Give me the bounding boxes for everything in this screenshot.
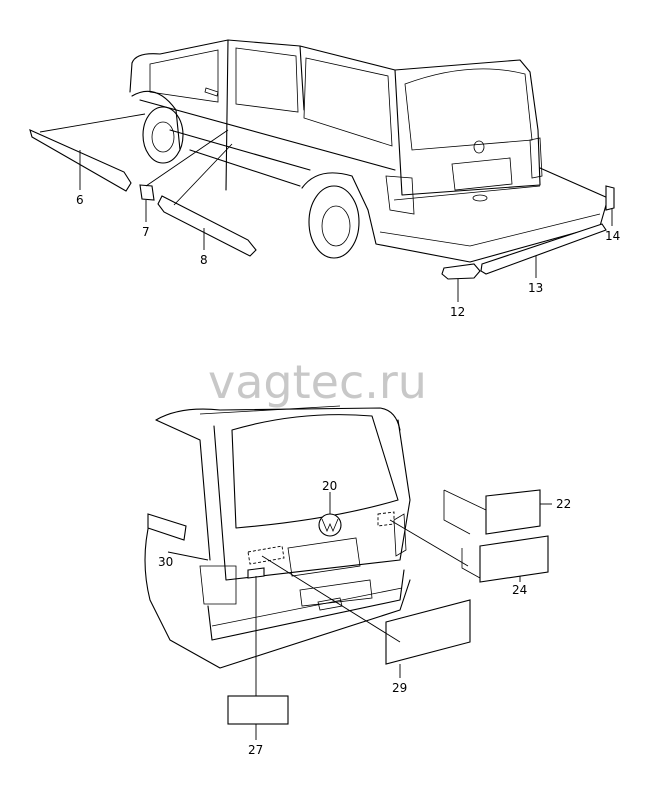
- callout-8: 8: [200, 253, 208, 267]
- part-13-bumper-strip: [480, 223, 607, 275]
- sticker-location-dashed: [247, 545, 285, 565]
- rear-hatch-view: [144, 405, 411, 669]
- callout-29: 29: [392, 681, 407, 695]
- part-30-side-window: [147, 513, 187, 541]
- bottom-leader-lines: [167, 492, 552, 740]
- part-29-sticker: [385, 599, 471, 665]
- callout-22: 22: [556, 497, 571, 511]
- part-14-bumper-corner-right: [605, 185, 615, 211]
- part-27-label-on-car: [247, 567, 265, 579]
- part-12-bumper-corner-left: [441, 263, 481, 280]
- part-27-sticker: [227, 695, 289, 725]
- callout-24: 24: [512, 583, 527, 597]
- part-22-sticker: [485, 489, 541, 535]
- callout-14: 14: [605, 229, 620, 243]
- part-6-trim-strip: [29, 129, 132, 192]
- callout-6: 6: [76, 193, 84, 207]
- sticker-location-dashed-right: [377, 511, 395, 527]
- top-leader-lines: [39, 113, 613, 302]
- watermark-text: vagtec.ru: [208, 355, 427, 409]
- callout-12: 12: [450, 305, 465, 319]
- van-side-rear-view: [129, 39, 609, 263]
- callout-30: 30: [158, 555, 173, 569]
- callout-27: 27: [248, 743, 263, 757]
- part-8-sill-strip: [157, 195, 257, 257]
- callout-7: 7: [142, 225, 150, 239]
- part-24-sticker: [479, 535, 549, 583]
- callout-13: 13: [528, 281, 543, 295]
- callout-20: 20: [322, 479, 337, 493]
- part-7-trim-piece: [139, 184, 155, 201]
